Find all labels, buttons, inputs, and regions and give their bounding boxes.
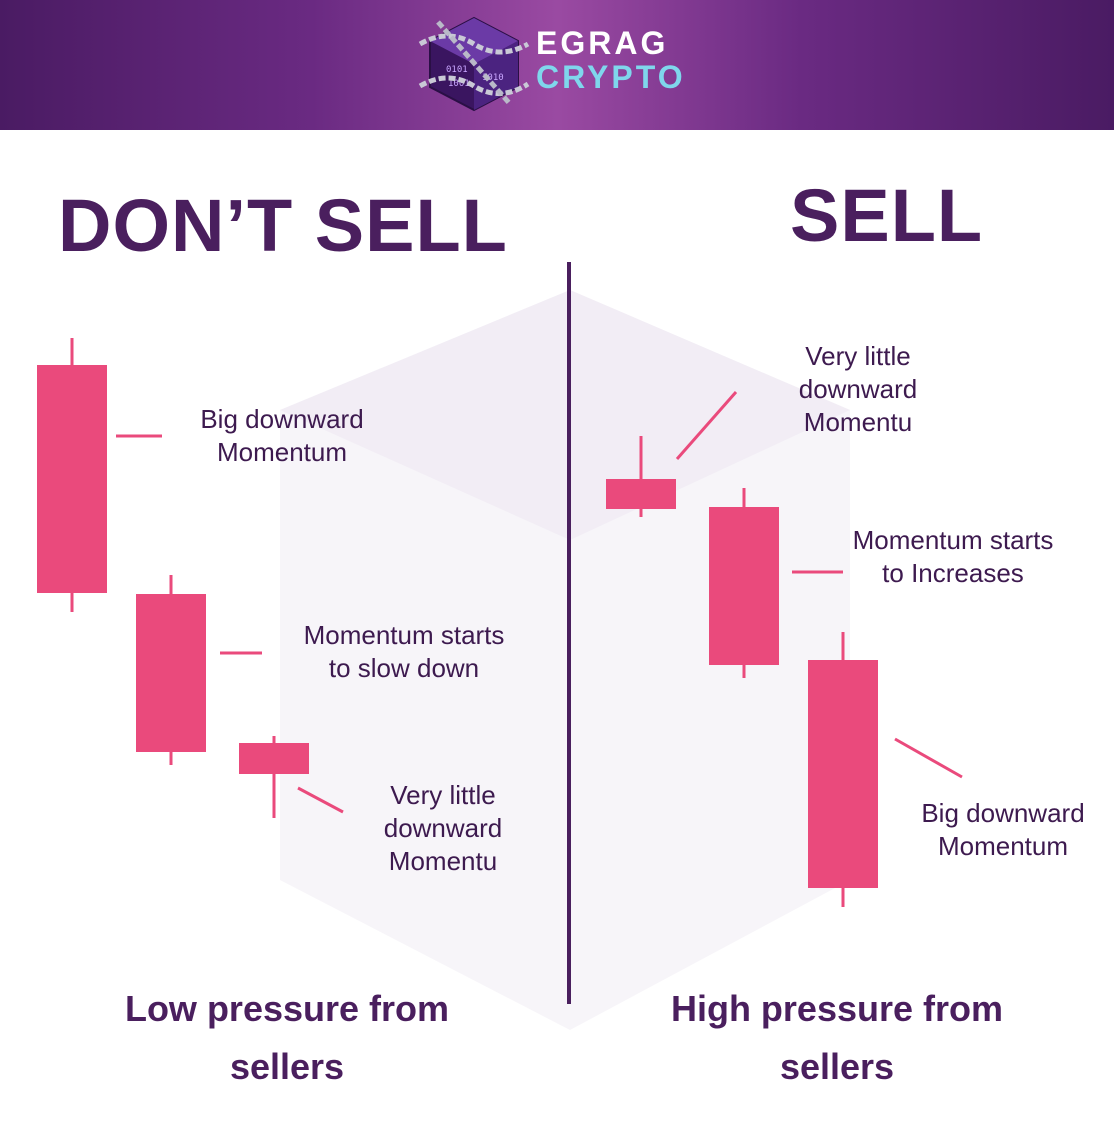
label-line: to Increases [882, 558, 1024, 588]
candle-body [239, 743, 309, 774]
label-line: Big downward [921, 798, 1085, 828]
label-increases: Momentum starts to Increases [828, 524, 1078, 590]
caption-line: sellers [779, 1046, 895, 1087]
high-pressure-caption: High pressure from sellers [606, 980, 1068, 1096]
candle-body [709, 507, 779, 665]
left-candles [37, 338, 344, 818]
label-line: Very little [390, 780, 496, 810]
svg-text:1010: 1010 [482, 73, 504, 83]
label-big-downward-right: Big downward Momentum [900, 797, 1106, 863]
candle-body [136, 594, 206, 752]
cube-chain-icon: 0101 1010 1001 [418, 16, 530, 112]
pointer-line [297, 786, 344, 814]
label-line: Momentum [216, 437, 348, 467]
header-banner: 0101 1010 1001 EGRAG CRYPTO [0, 0, 1114, 130]
label-line: Big downward [200, 404, 364, 434]
label-very-little-left: Very little downward Momentu [362, 779, 524, 878]
label-line: downward [798, 374, 918, 404]
brand-name-line2: CRYPTO [536, 59, 686, 95]
label-very-little-right: Very little downward Momentu [777, 340, 939, 439]
right-candles [606, 391, 963, 907]
label-line: Momentu [388, 846, 498, 876]
label-line: Momentum starts [303, 620, 505, 650]
center-divider [567, 262, 571, 1004]
label-line: Momentum starts [852, 525, 1054, 555]
svg-text:1001: 1001 [448, 79, 470, 89]
candle-body [606, 479, 676, 509]
svg-text:0101: 0101 [446, 65, 468, 75]
caption-line: High pressure from [670, 988, 1004, 1029]
pointer-line [894, 737, 963, 779]
candle-body [808, 660, 878, 888]
caption-line: sellers [229, 1046, 345, 1087]
candle-body [37, 365, 107, 593]
sell-heading: SELL [790, 174, 984, 257]
caption-line: Low pressure from [124, 988, 450, 1029]
label-slow-down: Momentum starts to slow down [280, 619, 528, 685]
label-line: downward [383, 813, 503, 843]
low-pressure-caption: Low pressure from sellers [62, 980, 512, 1096]
label-line: to slow down [328, 653, 480, 683]
label-big-downward-left: Big downward Momentum [180, 403, 384, 469]
pointer-line [675, 391, 738, 460]
dont-sell-heading: DON’T SELL [58, 184, 508, 267]
brand-name-line1: EGRAG [536, 25, 669, 61]
label-line: Momentu [803, 407, 913, 437]
label-line: Very little [805, 341, 911, 371]
label-line: Momentum [937, 831, 1069, 861]
brand-logo-text: EGRAG CRYPTO [536, 26, 686, 94]
